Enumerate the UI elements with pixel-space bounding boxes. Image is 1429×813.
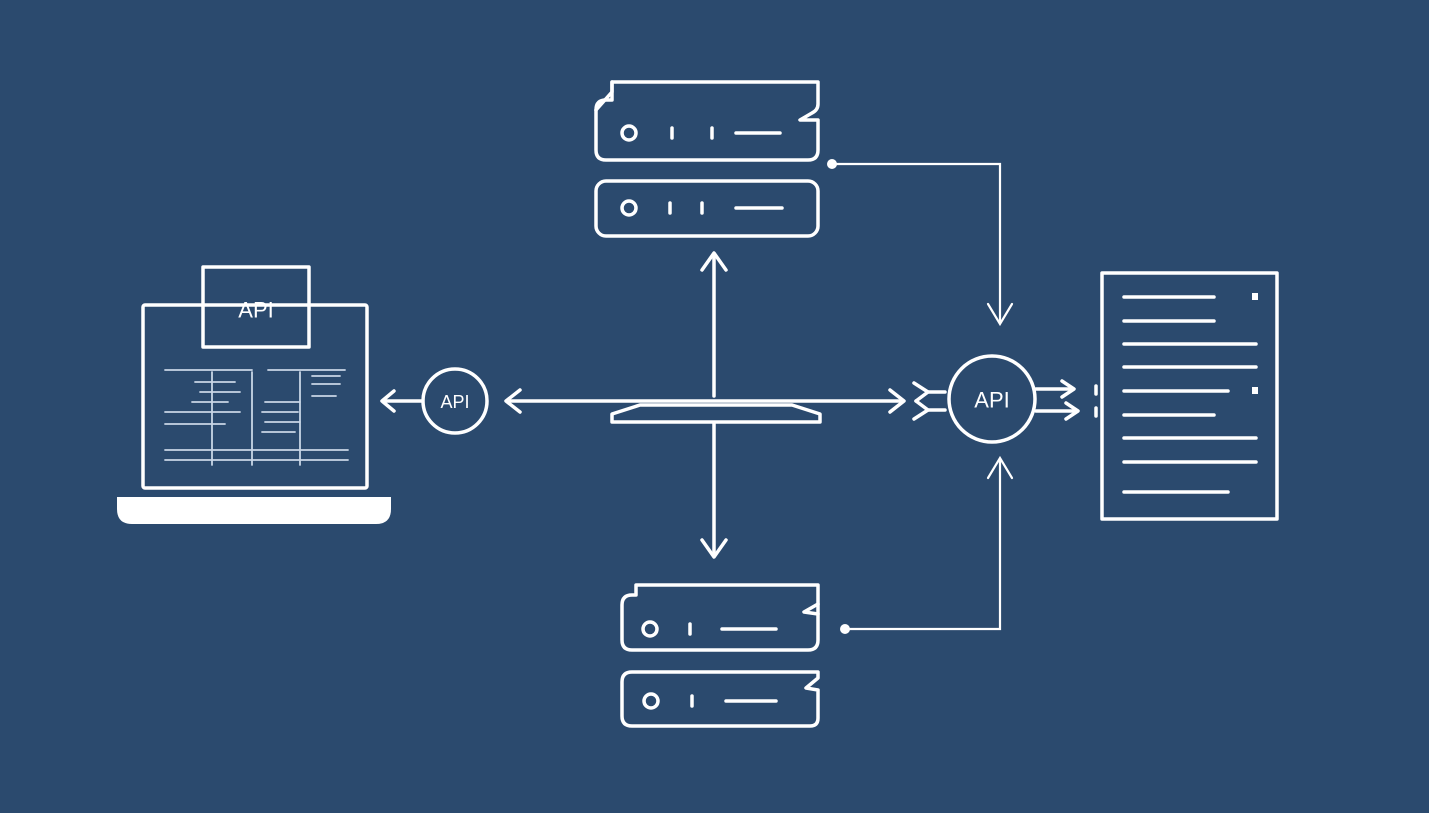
server-stack-icon xyxy=(620,583,820,728)
laptop-base xyxy=(117,497,391,524)
bottom-connector xyxy=(840,455,1014,634)
arrow-icon xyxy=(380,389,424,413)
top-server-2 xyxy=(594,179,820,238)
laptop-screen xyxy=(141,303,369,490)
left-api-circle xyxy=(421,367,489,435)
right-api-circle xyxy=(947,354,1037,444)
left-api-gateway: API xyxy=(421,367,489,435)
bottom-server-1 xyxy=(620,583,820,652)
server-stack-icon xyxy=(594,80,820,238)
right-api-label: API xyxy=(974,388,1009,413)
laptop-icon: API xyxy=(117,265,391,524)
hub-icon xyxy=(504,251,906,559)
laptop-api-tag xyxy=(201,265,311,349)
laptop-api-tag-label: API xyxy=(238,298,273,323)
document-lines xyxy=(1122,295,1258,494)
top-connector xyxy=(827,159,1014,327)
document-bullet xyxy=(1252,387,1258,394)
top-server-1 xyxy=(594,80,820,162)
laptop-screen-content xyxy=(164,369,349,466)
hub-platform xyxy=(610,403,822,424)
left-api-label: API xyxy=(440,392,469,412)
arrow-icon xyxy=(1034,379,1098,421)
right-api-gateway: API xyxy=(912,354,1037,444)
bottom-server-2 xyxy=(620,670,820,728)
document-icon xyxy=(1100,271,1279,521)
document-page xyxy=(1100,271,1279,521)
document-bullet xyxy=(1252,293,1258,300)
